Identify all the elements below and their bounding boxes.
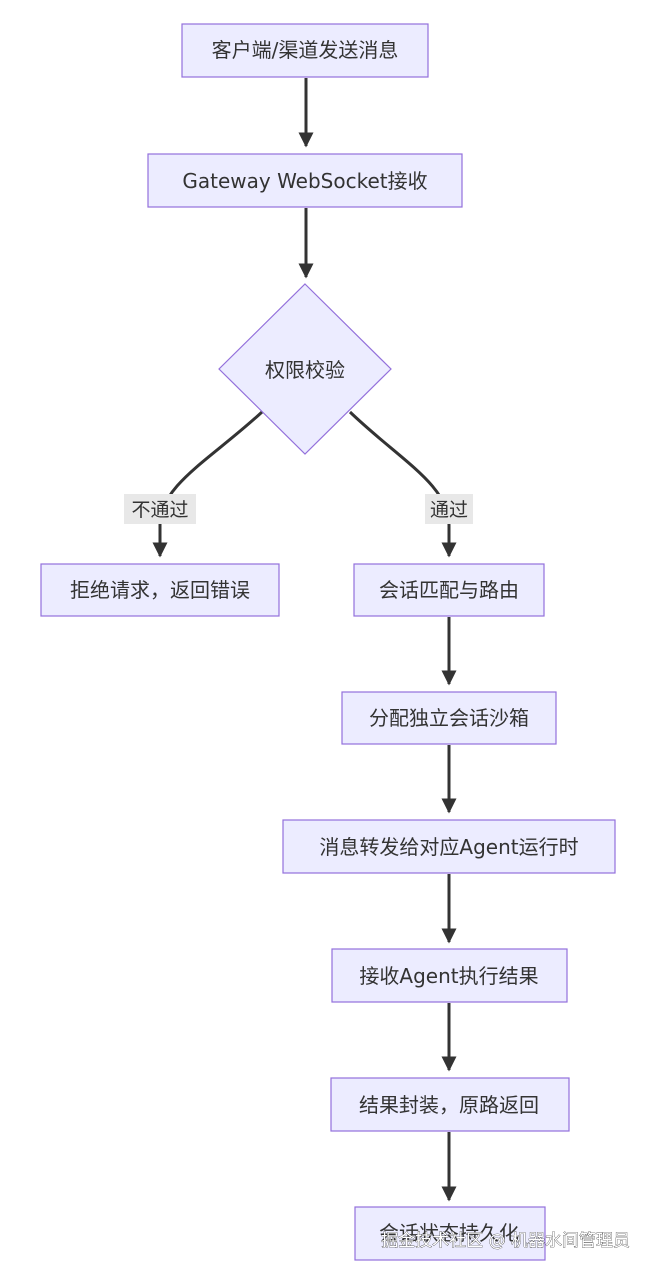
edge-check-to-match — [348, 410, 457, 558]
node-session-match-label: 会话匹配与路由 — [379, 578, 519, 602]
node-gateway-receive: Gateway WebSocket接收 — [147, 153, 463, 208]
edge-label-pass-text: 通过 — [430, 499, 468, 521]
node-reject-request-label: 拒绝请求，返回错误 — [70, 578, 250, 602]
edge-label-fail: 不通过 — [124, 494, 196, 524]
node-persist-state-label: 会话状态持久化 — [379, 1221, 519, 1245]
node-receive-result: 接收Agent执行结果 — [331, 948, 568, 1003]
edge-label-fail-text: 不通过 — [131, 499, 188, 521]
node-receive-result-label: 接收Agent执行结果 — [359, 964, 538, 988]
edges — [152, 78, 457, 1202]
node-client-send: 客户端/渠道发送消息 — [181, 23, 429, 78]
node-session-match: 会话匹配与路由 — [353, 563, 545, 617]
node-permission-check: 权限校验 — [218, 283, 392, 455]
node-permission-check-label: 权限校验 — [265, 358, 345, 382]
watermark-text: 掘金技术社区 @ 机器水间管理员 — [381, 1231, 630, 1251]
node-forward-message-label: 消息转发给对应Agent运行时 — [319, 835, 578, 859]
node-persist-state: 会话状态持久化 — [354, 1206, 546, 1261]
node-wrap-result-label: 结果封装，原路返回 — [359, 1093, 539, 1117]
node-reject-request: 拒绝请求，返回错误 — [40, 563, 280, 617]
node-gateway-receive-label: Gateway WebSocket接收 — [182, 169, 427, 193]
node-client-send-label: 客户端/渠道发送消息 — [212, 38, 399, 62]
node-forward-message: 消息转发给对应Agent运行时 — [282, 819, 616, 874]
edge-label-pass: 通过 — [425, 494, 473, 524]
node-allocate-sandbox-label: 分配独立会话沙箱 — [369, 706, 529, 730]
node-wrap-result: 结果封装，原路返回 — [330, 1077, 570, 1132]
node-allocate-sandbox: 分配独立会话沙箱 — [341, 691, 557, 745]
edge-check-to-reject — [152, 410, 264, 558]
